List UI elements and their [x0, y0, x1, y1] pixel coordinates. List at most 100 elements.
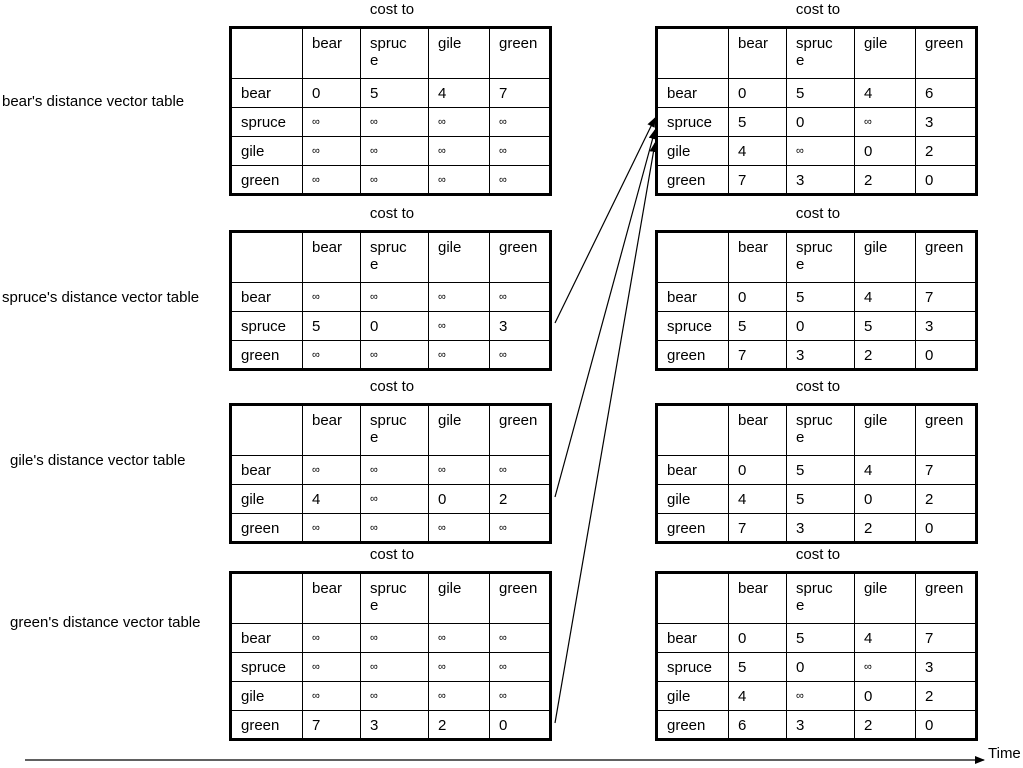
table-row: green∞∞∞∞ — [230, 513, 551, 543]
cost-cell: 0 — [728, 455, 787, 485]
cost-cell: 0 — [915, 340, 977, 370]
table-row: bear∞∞∞∞ — [230, 282, 551, 312]
column-header — [656, 404, 729, 456]
time-axis-label: Time — [988, 745, 1021, 762]
cost-cell: 3 — [360, 710, 429, 740]
cost-cell: ∞ — [786, 136, 855, 166]
cost-cell: 0 — [302, 78, 361, 108]
cost-cell: ∞ — [489, 652, 551, 682]
cost-to-label: cost to — [795, 1, 841, 18]
cost-cell: 4 — [302, 484, 361, 514]
cost-cell: ∞ — [489, 282, 551, 312]
green-to-bear-arrow — [554, 142, 658, 724]
cost-to-label: cost to — [369, 378, 415, 395]
cost-cell: ∞ — [428, 165, 490, 195]
cost-cell: 2 — [854, 710, 916, 740]
cost-cell: 7 — [728, 340, 787, 370]
cost-cell: 0 — [786, 107, 855, 137]
cost-cell: ∞ — [489, 107, 551, 137]
row-header: green — [230, 513, 303, 543]
cost-cell: 0 — [854, 681, 916, 711]
column-header: spruc e — [360, 404, 429, 456]
cost-cell: 2 — [915, 681, 977, 711]
cost-cell: ∞ — [302, 136, 361, 166]
table-row: gile∞∞∞∞ — [230, 681, 551, 711]
table-row: gile∞∞∞∞ — [230, 136, 551, 166]
cost-cell: ∞ — [360, 623, 429, 653]
cost-cell: ∞ — [360, 340, 429, 370]
cost-cell: 7 — [915, 455, 977, 485]
table-title: green's distance vector table — [10, 614, 201, 631]
cost-cell: 0 — [728, 282, 787, 312]
cost-to-label: cost to — [795, 546, 841, 563]
table-title: spruce's distance vector table — [2, 289, 200, 306]
cost-cell: 6 — [915, 78, 977, 108]
cost-cell: ∞ — [489, 455, 551, 485]
column-header: bear — [728, 27, 787, 79]
row-header: bear — [230, 282, 303, 312]
row-header: gile — [656, 681, 729, 711]
cost-cell: ∞ — [428, 513, 490, 543]
cost-cell: 3 — [786, 340, 855, 370]
cost-cell: 5 — [302, 311, 361, 341]
column-header: spruc e — [786, 572, 855, 624]
column-header: bear — [728, 404, 787, 456]
table-row: spruce∞∞∞∞ — [230, 107, 551, 137]
cost-cell: 3 — [786, 513, 855, 543]
column-header: green — [489, 572, 551, 624]
column-header: spruc e — [786, 27, 855, 79]
cost-cell: 5 — [360, 78, 429, 108]
column-header: gile — [428, 27, 490, 79]
column-header: gile — [854, 27, 916, 79]
column-header — [230, 572, 303, 624]
cost-cell: 7 — [728, 513, 787, 543]
spruce-to-bear-arrow — [554, 117, 656, 324]
column-header: spruc e — [786, 404, 855, 456]
column-header: green — [489, 404, 551, 456]
cost-cell: 0 — [915, 165, 977, 195]
column-header: gile — [854, 404, 916, 456]
cost-cell: 3 — [915, 311, 977, 341]
column-header: green — [489, 27, 551, 79]
column-header — [656, 572, 729, 624]
cost-cell: 0 — [728, 78, 787, 108]
cost-cell: ∞ — [428, 311, 490, 341]
table-row: green∞∞∞∞ — [230, 165, 551, 195]
column-header: spruc e — [360, 572, 429, 624]
cost-cell: ∞ — [302, 513, 361, 543]
row-header: gile — [230, 484, 303, 514]
cost-cell: 2 — [489, 484, 551, 514]
cost-cell: 4 — [728, 484, 787, 514]
row-header: gile — [656, 484, 729, 514]
column-header: green — [489, 231, 551, 283]
cost-cell: 4 — [728, 681, 787, 711]
column-header — [230, 404, 303, 456]
cost-cell: 4 — [854, 282, 916, 312]
cost-cell: 0 — [786, 311, 855, 341]
column-header: spruc e — [360, 231, 429, 283]
cost-cell: ∞ — [360, 652, 429, 682]
column-header: green — [915, 404, 977, 456]
cost-to-label: cost to — [369, 205, 415, 222]
cost-cell: 0 — [489, 710, 551, 740]
row-header: green — [656, 340, 729, 370]
column-header: bear — [728, 231, 787, 283]
cost-cell: 7 — [489, 78, 551, 108]
column-header: green — [915, 231, 977, 283]
cost-cell: ∞ — [786, 681, 855, 711]
table-row: spruce∞∞∞∞ — [230, 652, 551, 682]
